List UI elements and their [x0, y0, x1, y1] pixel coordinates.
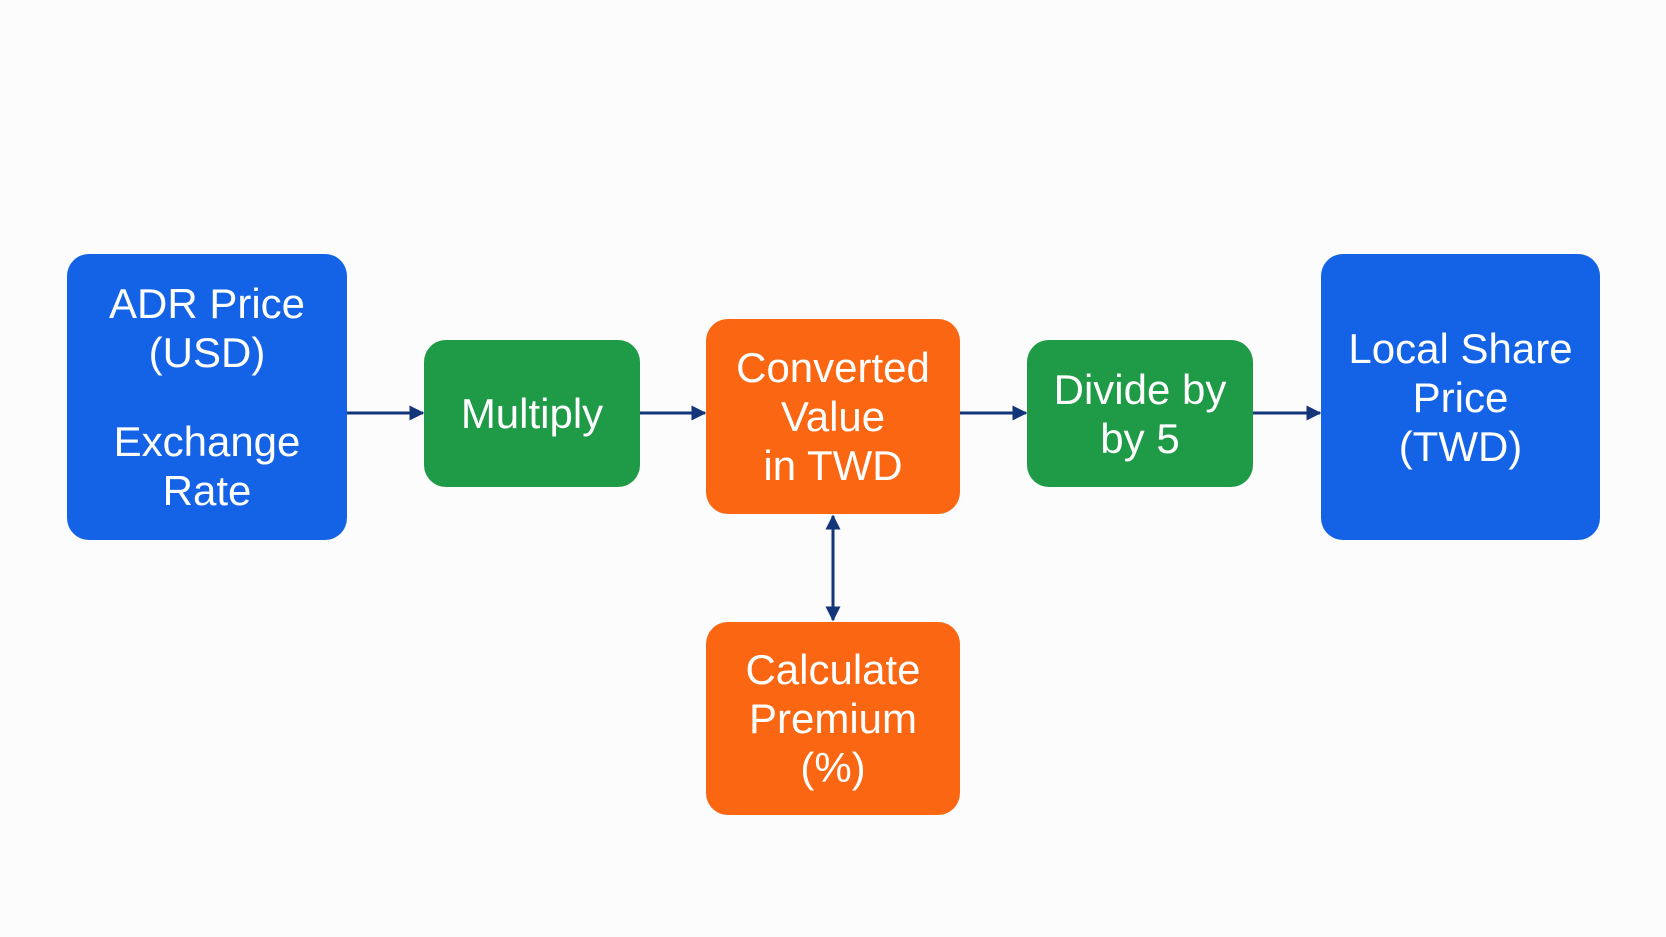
node-converted-line-3: in TWD [763, 442, 903, 489]
node-premium-line-2: Premium [748, 695, 918, 742]
node-adr-line-1: ADR Price [108, 280, 306, 327]
node-adr-line-2: (USD) [148, 329, 266, 376]
node-adr-price-exchange-rate: ADR Price (USD) Exchange Rate [67, 254, 347, 540]
node-adr-line-4: Rate [162, 467, 252, 514]
node-converted-line-1: Converted [736, 344, 930, 391]
node-multiply: Multiply [424, 340, 640, 487]
node-converted-value: Converted Value in TWD [706, 319, 960, 514]
node-divide: Divide by by 5 [1027, 340, 1253, 487]
node-local-line-2: Price [1412, 373, 1509, 421]
node-calculate-premium: Calculate Premium (%) [706, 622, 960, 815]
node-local-line-3: (TWD) [1398, 422, 1523, 470]
node-local-share-price: Local Share Price (TWD) [1321, 254, 1600, 540]
node-local-line-1: Local Share [1348, 324, 1573, 372]
node-premium-line-3: (%) [800, 744, 866, 791]
node-adr-line-3: Exchange [113, 418, 301, 465]
node-multiply-label: Multiply [460, 390, 604, 437]
node-converted-line-2: Value [780, 393, 886, 440]
node-premium-line-1: Calculate [745, 646, 921, 693]
node-divide-line-1: Divide by [1053, 365, 1227, 413]
node-divide-line-2: by 5 [1100, 414, 1180, 462]
